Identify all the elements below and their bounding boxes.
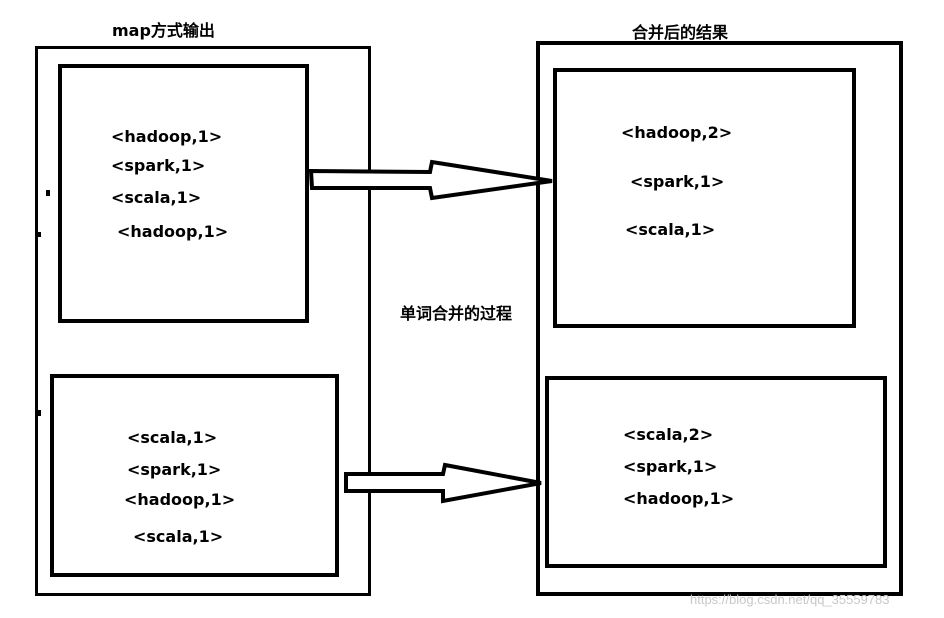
map-pair-scala: <scala,1>: [133, 527, 224, 546]
left-edge-mark: [38, 232, 41, 237]
map-output-box-1: [58, 64, 309, 323]
map-pair-hadoop: <hadoop,1>: [111, 127, 223, 146]
map-pair-spark: <spark,1>: [127, 460, 222, 479]
map-pair-scala: <scala,1>: [111, 188, 202, 207]
merged-pair-hadoop: <hadoop,2>: [621, 123, 733, 142]
merge-arrow-bottom: [344, 462, 542, 504]
right-panel-title: 合并后的结果: [632, 23, 729, 42]
merged-pair-scala: <scala,2>: [623, 425, 714, 444]
map-output-box-2: [50, 374, 339, 577]
left-edge-mark: [38, 410, 41, 416]
merged-result-box-2: [545, 376, 887, 568]
merged-result-box-1: [553, 68, 856, 328]
map-pair-spark: <spark,1>: [111, 156, 206, 175]
watermark-text: https://blog.csdn.net/qq_35559783: [690, 592, 890, 607]
merged-pair-hadoop: <hadoop,1>: [623, 489, 735, 508]
merged-pair-spark: <spark,1>: [623, 457, 718, 476]
left-panel-title: map方式输出: [112, 21, 215, 40]
merged-pair-spark: <spark,1>: [630, 172, 725, 191]
right-panel-container: [536, 41, 903, 596]
map-pair-scala: <scala,1>: [127, 428, 218, 447]
merge-process-label: 单词合并的过程: [400, 304, 513, 323]
left-panel-container: [35, 46, 371, 596]
map-pair-hadoop: <hadoop,1>: [124, 490, 236, 509]
left-edge-mark: [46, 190, 50, 196]
merged-pair-scala: <scala,1>: [625, 220, 716, 239]
map-pair-hadoop: <hadoop,1>: [117, 222, 229, 241]
